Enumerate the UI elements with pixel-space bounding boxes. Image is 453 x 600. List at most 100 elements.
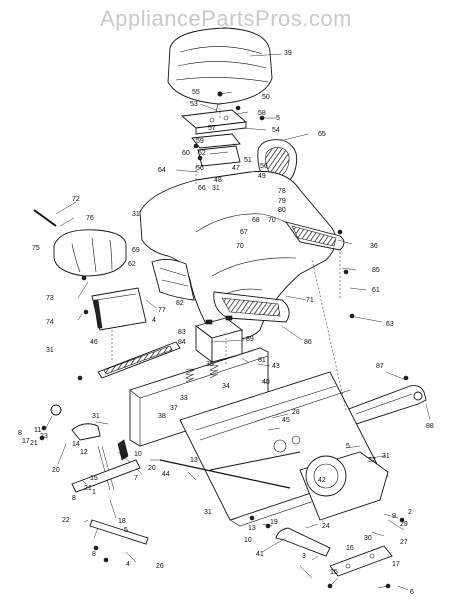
callout-58: 58 bbox=[258, 110, 266, 117]
callout-17: 17 bbox=[392, 561, 400, 568]
callout-44: 44 bbox=[162, 471, 170, 478]
callout-83: 83 bbox=[178, 329, 186, 336]
fender-body bbox=[139, 170, 337, 340]
callout-47: 47 bbox=[232, 165, 240, 172]
callout-38: 38 bbox=[158, 413, 166, 420]
callout-9: 9 bbox=[392, 513, 396, 520]
right-footrest bbox=[284, 221, 345, 251]
callout-37: 37 bbox=[170, 405, 178, 412]
callout-30: 30 bbox=[364, 535, 372, 542]
chassis-frame bbox=[129, 347, 389, 527]
callout-3: 3 bbox=[302, 553, 306, 560]
callout-77: 77 bbox=[158, 307, 166, 314]
callout-56: 56 bbox=[196, 165, 204, 172]
callout-31: 31 bbox=[46, 347, 54, 354]
callout-69: 69 bbox=[132, 247, 140, 254]
seat-springs bbox=[185, 364, 219, 383]
callout-36: 36 bbox=[370, 243, 378, 250]
callout-32: 32 bbox=[368, 457, 376, 464]
callout-20: 20 bbox=[148, 465, 156, 472]
callout-27: 27 bbox=[400, 539, 408, 546]
callout-16: 16 bbox=[346, 545, 354, 552]
callout-61: 61 bbox=[372, 287, 380, 294]
watermark-text: AppliancePartsPros.com bbox=[100, 6, 352, 31]
callout-78: 78 bbox=[278, 188, 286, 195]
callout-59: 59 bbox=[196, 138, 204, 145]
callout-67: 67 bbox=[240, 229, 248, 236]
callout-12: 12 bbox=[80, 449, 88, 456]
callout-89: 89 bbox=[246, 336, 254, 343]
hitch-bar bbox=[345, 385, 427, 427]
linkage-rod bbox=[159, 451, 301, 489]
callout-35: 35 bbox=[206, 361, 214, 368]
callout-80: 80 bbox=[278, 207, 286, 214]
callout-11: 11 bbox=[34, 427, 41, 434]
callout-4: 4 bbox=[126, 561, 130, 568]
callout-70: 70 bbox=[236, 243, 244, 250]
callout-26: 26 bbox=[156, 563, 164, 570]
callout-54: 54 bbox=[272, 127, 280, 134]
callout-68: 68 bbox=[252, 217, 260, 224]
callout-46: 46 bbox=[90, 339, 98, 346]
callout-65: 65 bbox=[318, 131, 326, 138]
callout-5: 5 bbox=[124, 527, 128, 534]
callout-79: 79 bbox=[278, 198, 286, 205]
callout-64: 64 bbox=[158, 167, 166, 174]
callout-21: 21 bbox=[84, 485, 92, 492]
callout-7: 7 bbox=[134, 475, 138, 482]
callout-labels: 39 55 50 53 58 5 57 54 65 59 60 52 51 56… bbox=[18, 50, 434, 596]
callout-75: 75 bbox=[32, 245, 40, 252]
callout-62: 62 bbox=[128, 261, 136, 268]
callout-6: 6 bbox=[410, 589, 414, 596]
callout-33: 33 bbox=[180, 395, 188, 402]
callout-2: 2 bbox=[408, 509, 412, 516]
callout-1: 1 bbox=[92, 489, 96, 496]
callout-53: 53 bbox=[190, 101, 198, 108]
callout-42: 42 bbox=[318, 477, 326, 484]
callout-56: 56 bbox=[260, 163, 268, 170]
callout-34: 34 bbox=[222, 383, 230, 390]
callout-70: 70 bbox=[268, 217, 276, 224]
callout-81: 81 bbox=[258, 357, 266, 364]
callout-18: 18 bbox=[118, 518, 126, 525]
callout-40: 40 bbox=[262, 379, 270, 386]
callout-71: 71 bbox=[306, 297, 314, 304]
callout-74: 74 bbox=[46, 319, 54, 326]
callout-57: 57 bbox=[208, 125, 216, 132]
callout-15: 15 bbox=[330, 569, 338, 576]
callout-88: 88 bbox=[426, 423, 434, 430]
mounting-bracket bbox=[91, 287, 147, 331]
callout-31: 31 bbox=[204, 509, 212, 516]
callout-55: 55 bbox=[192, 89, 200, 96]
hardware-fasteners bbox=[39, 91, 409, 589]
callout-10: 10 bbox=[134, 451, 142, 458]
callout-31: 31 bbox=[92, 413, 100, 420]
callout-87: 87 bbox=[376, 363, 384, 370]
brake-linkage bbox=[50, 404, 149, 545]
cross-plate bbox=[329, 545, 393, 577]
callout-43: 43 bbox=[272, 363, 280, 370]
callout-5: 5 bbox=[276, 115, 280, 122]
callout-20: 20 bbox=[52, 467, 60, 474]
callout-50: 50 bbox=[262, 94, 270, 101]
callout-15: 15 bbox=[90, 475, 98, 482]
callout-51: 51 bbox=[244, 157, 252, 164]
callout-48: 48 bbox=[214, 177, 222, 184]
callout-72: 72 bbox=[72, 196, 80, 203]
callout-49: 49 bbox=[258, 173, 266, 180]
callout-21: 21 bbox=[30, 440, 38, 447]
callout-14: 14 bbox=[72, 441, 80, 448]
callout-13: 13 bbox=[190, 457, 198, 464]
dash-cover bbox=[53, 229, 127, 277]
callout-76: 76 bbox=[86, 215, 94, 222]
callout-73: 73 bbox=[46, 295, 54, 302]
callout-31: 31 bbox=[132, 211, 140, 218]
callout-8: 8 bbox=[92, 551, 96, 558]
hood-hinge-bar bbox=[97, 341, 181, 379]
callout-63: 63 bbox=[386, 321, 394, 328]
callout-31: 31 bbox=[212, 185, 220, 192]
callout-5: 5 bbox=[346, 443, 350, 450]
callout-41: 41 bbox=[256, 551, 264, 558]
seat bbox=[167, 27, 273, 113]
